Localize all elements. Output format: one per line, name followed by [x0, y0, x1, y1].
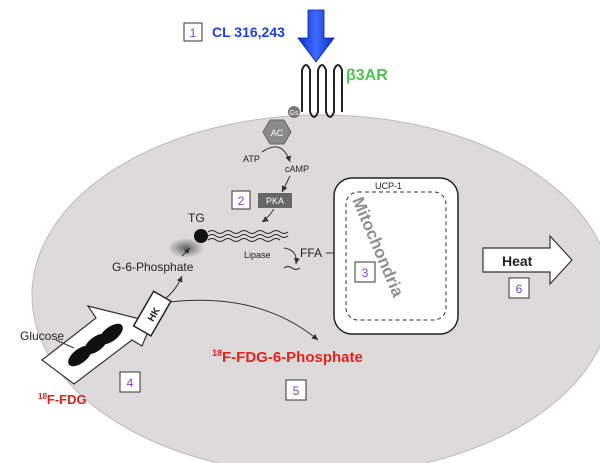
ac-label: AC	[271, 128, 284, 138]
agonist-arrow	[297, 9, 335, 63]
lipase-arrow	[283, 247, 300, 265]
tg-label: TG	[188, 211, 205, 225]
ffa-label: FFA	[300, 246, 322, 260]
mitochondria-inner	[345, 191, 447, 321]
fdg-label: 18F-FDG	[38, 392, 87, 407]
beta3-receptor	[301, 64, 343, 118]
step-4-number: 4	[127, 376, 134, 390]
step-5-box	[285, 379, 307, 401]
tg-droplet	[194, 229, 208, 243]
step-1-number: 1	[190, 26, 197, 40]
heat-arrow	[482, 234, 573, 286]
receptor-label: β3AR	[346, 67, 388, 84]
gs-protein	[288, 106, 300, 118]
step-1-box	[183, 22, 203, 42]
hk-g6p-arrow	[165, 275, 183, 299]
fdg6p-label: 18F-FDG-6-Phosphate	[212, 348, 363, 366]
atp-label: ATP	[243, 154, 260, 164]
g6p-label: G-6-Phosphate	[112, 260, 194, 274]
fdg-text: F-FDG	[47, 392, 87, 407]
step-3-box	[354, 261, 376, 283]
pka-label: PKA	[266, 196, 284, 206]
glucose-label: Glucose	[20, 329, 64, 343]
glut-transporter-3	[99, 323, 123, 345]
glucose-line	[55, 339, 75, 349]
camp-pka-arrow	[281, 175, 291, 193]
hexokinase: HK	[132, 290, 172, 337]
step-6-number: 6	[516, 282, 523, 296]
fdg6p-text: F-FDG-6-Phosphate	[222, 349, 363, 366]
tg-fatty-chains	[207, 230, 289, 242]
fdg6p-sup: 18	[212, 348, 222, 358]
fdg-sup: 18	[38, 392, 47, 401]
ffa-chain	[283, 266, 301, 270]
atp-camp-arrow	[261, 146, 291, 163]
pka-tg-arrow	[261, 208, 275, 223]
step-2-box	[231, 190, 251, 210]
g6p-tg-arrow	[181, 247, 191, 257]
gs-label: Gs	[290, 110, 299, 117]
step-2-number: 2	[238, 194, 245, 208]
pka-box	[258, 193, 292, 208]
step-5-number: 5	[293, 384, 300, 398]
ucp1-label: UCP-1	[375, 181, 402, 191]
step-4-box	[119, 371, 141, 393]
step-6-box	[508, 277, 530, 299]
mitochondria-outer	[333, 177, 459, 335]
adenylyl-cyclase	[262, 119, 292, 145]
camp-label: cAMP	[285, 164, 309, 174]
agonist-label: CL 316,243	[212, 24, 285, 40]
hk-fdg6p-arrow	[169, 299, 319, 341]
heat-label: Heat	[502, 253, 533, 269]
step-3-number: 3	[362, 266, 369, 280]
lipase-label: Lipase	[244, 250, 271, 260]
